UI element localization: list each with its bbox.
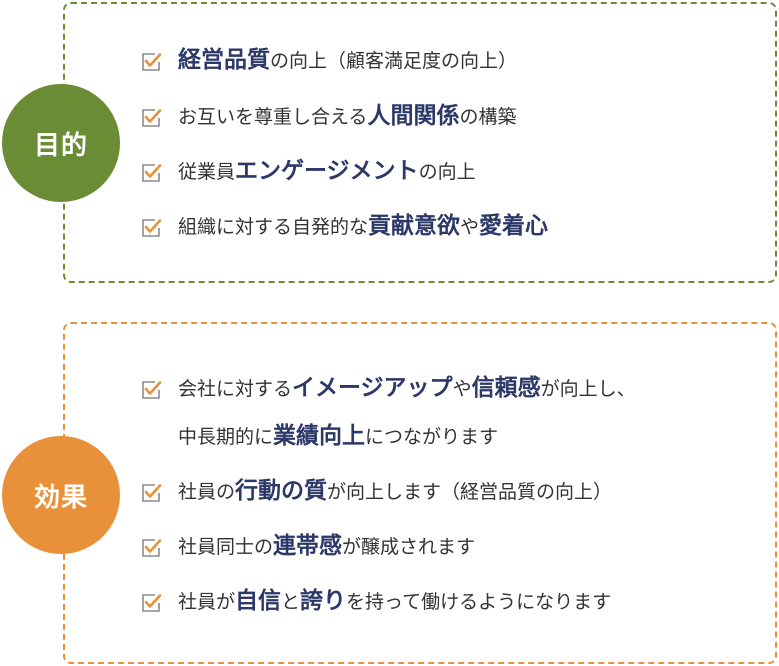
purpose-item: 経営品質の向上（顧客満足度の向上） xyxy=(140,42,517,79)
purpose-item-text: 組織に対する自発的な貢献意欲や愛着心 xyxy=(178,208,548,245)
effect-item-text: 社員の行動の質が向上します（経営品質の向上） xyxy=(178,473,612,510)
emphasis-text: 愛着心 xyxy=(479,213,549,239)
purpose-item: 従業員エンゲージメントの向上 xyxy=(140,153,476,190)
checkbox-icon xyxy=(140,49,162,71)
checkbox-icon xyxy=(140,590,162,612)
body-text: 社員が xyxy=(178,591,236,613)
purpose-item: お互いを尊重し合える人間関係の構築 xyxy=(140,98,516,135)
body-text: が向上し、 xyxy=(540,378,636,400)
purpose-item-text: 従業員エンゲージメントの向上 xyxy=(178,153,476,190)
effect-item: 会社に対するイメージアップや信頼感が向上し、 xyxy=(140,370,636,407)
checkbox-icon xyxy=(140,160,162,182)
checkbox-icon xyxy=(140,535,162,557)
body-text: 社員同士の xyxy=(178,536,274,558)
emphasis-text: エンゲージメント xyxy=(235,158,419,184)
body-text: が向上します（経営品質の向上） xyxy=(327,481,613,503)
checkbox-icon xyxy=(140,105,162,127)
purpose-item-text: お互いを尊重し合える人間関係の構築 xyxy=(178,98,516,135)
checkbox-icon xyxy=(140,215,162,237)
emphasis-text: 人間関係 xyxy=(367,103,460,129)
effect-item: 社員が自信と誇りを持って働けるようになります xyxy=(140,583,611,620)
checkbox-icon xyxy=(140,480,162,502)
effect-item-text: 社員同士の連帯感が醸成されます xyxy=(178,528,475,565)
emphasis-text: 連帯感 xyxy=(273,533,343,559)
body-text: と xyxy=(281,591,301,613)
emphasis-text: 貢献意欲 xyxy=(368,213,461,239)
emphasis-text: 誇り xyxy=(300,588,347,614)
body-text: や xyxy=(460,216,480,238)
effect-item: 社員同士の連帯感が醸成されます xyxy=(140,528,475,565)
emphasis-text: イメージアップ xyxy=(292,375,453,401)
body-text: 組織に対する自発的な xyxy=(178,216,369,238)
body-text: の構築 xyxy=(459,106,517,128)
effect-badge: 効果 xyxy=(2,436,120,554)
emphasis-text: 業績向上 xyxy=(273,423,366,449)
emphasis-text: 経営品質 xyxy=(178,47,270,73)
body-text: につながります xyxy=(365,426,499,448)
body-text: の向上 xyxy=(418,161,476,183)
emphasis-text: 信頼感 xyxy=(471,375,541,401)
effect-item-text: 社員が自信と誇りを持って働けるようになります xyxy=(178,583,611,620)
body-text: が醸成されます xyxy=(342,536,476,558)
emphasis-text: 行動の質 xyxy=(235,478,328,504)
effect-item: 社員の行動の質が向上します（経営品質の向上） xyxy=(140,473,612,510)
body-text: 中長期的に xyxy=(178,426,274,448)
body-text: 社員の xyxy=(178,481,236,503)
body-text: 従業員 xyxy=(178,161,236,183)
emphasis-text: 自信 xyxy=(235,588,282,614)
body-text: や xyxy=(452,378,472,400)
checkbox-icon xyxy=(140,377,162,399)
purpose-badge: 目的 xyxy=(2,84,120,202)
body-text: 会社に対する xyxy=(178,378,293,400)
body-text: を持って働けるようになります xyxy=(346,591,612,613)
purpose-item-text: 経営品質の向上（顧客満足度の向上） xyxy=(178,42,517,79)
purpose-item: 組織に対する自発的な貢献意欲や愛着心 xyxy=(140,208,548,245)
body-text: お互いを尊重し合える xyxy=(178,106,368,128)
effect-item-text: 会社に対するイメージアップや信頼感が向上し、 xyxy=(178,370,636,407)
effect-item-continuation: 中長期的に業績向上につながります xyxy=(178,418,498,455)
body-text: の向上（顧客満足度の向上） xyxy=(270,50,518,72)
